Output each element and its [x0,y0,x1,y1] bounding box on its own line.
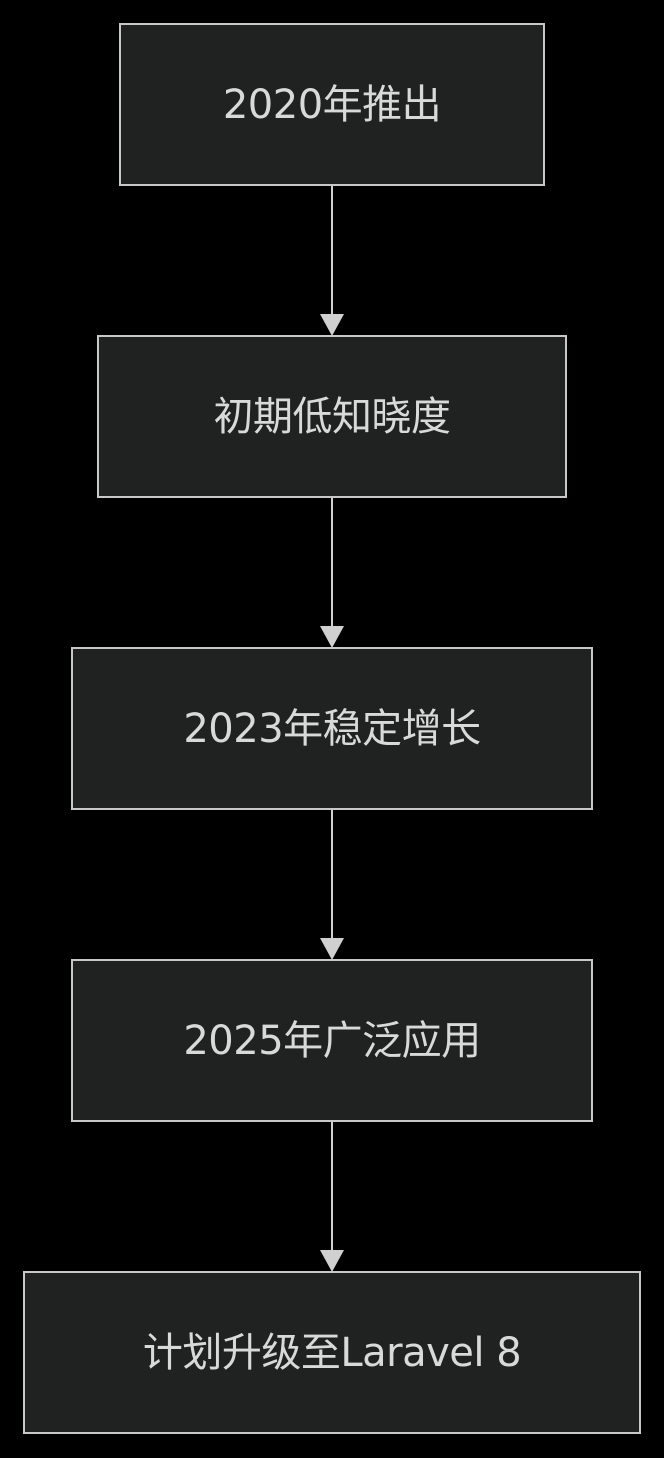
edge-n2-n3 [320,498,344,648]
node-low-awareness: 初期低知晓度 [97,335,567,498]
node-label: 计划升级至Laravel 8 [142,1329,522,1376]
edge-n3-n4 [320,810,344,960]
node-steady-growth-2023: 2023年稳定增长 [71,647,593,810]
node-upgrade-laravel-8: 计划升级至Laravel 8 [23,1271,641,1434]
arrowhead-icon [320,938,344,960]
node-label: 初期低知晓度 [213,393,452,440]
node-wide-adoption-2025: 2025年广泛应用 [71,959,593,1122]
edge-n1-n2 [320,186,344,336]
arrowhead-icon [320,314,344,336]
node-label: 2023年稳定增长 [183,705,481,752]
node-label: 2025年广泛应用 [183,1017,481,1064]
node-launch-2020: 2020年推出 [119,23,545,186]
node-label: 2020年推出 [222,81,442,128]
edge-n4-n5 [320,1122,344,1272]
arrowhead-icon [320,1250,344,1272]
arrowhead-icon [320,626,344,648]
